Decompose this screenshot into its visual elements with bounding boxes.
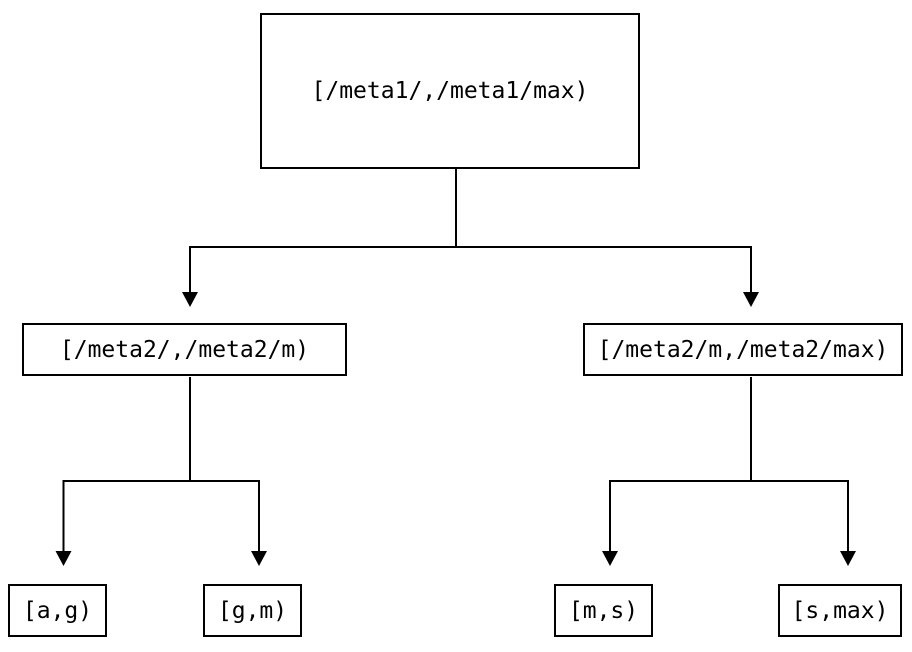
arrow-down-icon <box>182 292 198 307</box>
arrow-down-icon <box>840 551 856 566</box>
tree-leaf-a-g: [a,g) <box>8 584 107 637</box>
arrow-down-icon <box>602 551 618 566</box>
arrow-down-icon <box>251 551 267 566</box>
tree-node-label: [m,s) <box>568 597 639 624</box>
edge-right-child-to-leaves <box>609 377 849 551</box>
edge-root-to-children <box>189 169 752 292</box>
tree-node-meta2-lower: [/meta2/,/meta2/m) <box>22 323 347 376</box>
tree-node-label: [/meta1/,/meta1/max) <box>311 78 589 104</box>
edge-left-child-to-leaves <box>62 377 260 551</box>
tree-node-meta2-upper: [/meta2/m,/meta2/max) <box>583 323 903 376</box>
arrow-down-icon <box>743 292 759 307</box>
tree-leaf-s-max: [s,max) <box>778 584 902 637</box>
tree-node-label: [/meta2/m,/meta2/max) <box>597 336 889 363</box>
tree-leaf-g-m: [g,m) <box>203 584 302 637</box>
tree-node-root: [/meta1/,/meta1/max) <box>260 13 640 169</box>
tree-node-label: [a,g) <box>22 597 93 624</box>
tree-leaf-m-s: [m,s) <box>554 584 653 637</box>
tree-node-label: [s,max) <box>791 597 889 624</box>
tree-node-label: [/meta2/,/meta2/m) <box>59 336 310 363</box>
arrow-down-icon <box>55 551 72 566</box>
tree-node-label: [g,m) <box>217 597 288 624</box>
